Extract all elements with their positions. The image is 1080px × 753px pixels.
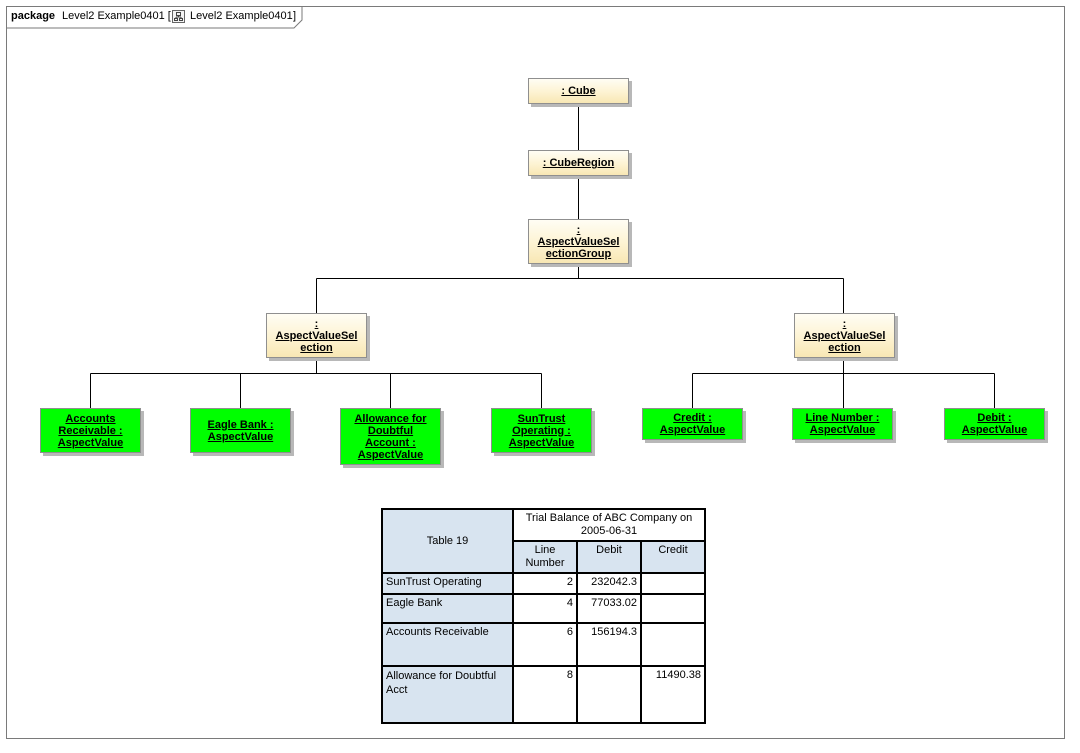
package-name: Level2 Example0401 [ xyxy=(62,10,171,22)
allowance-doubtful-account-value[interactable]: Allowance for Doubtful Account : AspectV… xyxy=(340,408,441,465)
cube-region-object[interactable]: : CubeRegion xyxy=(528,150,629,176)
line-number-value[interactable]: Line Number : AspectValue xyxy=(792,408,893,440)
row-credit: 11490.38 xyxy=(640,665,706,724)
eagle-bank-value[interactable]: Eagle Bank : AspectValue xyxy=(190,408,291,453)
table-row: Accounts Receivable 6 156194.3 xyxy=(381,622,706,667)
row-debit xyxy=(576,665,642,724)
debit-value[interactable]: Debit : AspectValue xyxy=(944,408,1045,440)
row-account: Accounts Receivable xyxy=(381,622,514,667)
column-header-debit: Debit xyxy=(576,540,642,574)
row-debit: 77033.02 xyxy=(576,593,642,624)
package-close-bracket: ] xyxy=(293,10,297,22)
aspect-value-selection-right-object[interactable]: : AspectValueSel ection xyxy=(794,313,895,358)
diagram-name: Level2 Example0401 xyxy=(190,10,293,22)
row-account: Eagle Bank xyxy=(381,593,514,624)
row-credit xyxy=(640,622,706,667)
link-group-selections xyxy=(316,264,844,313)
link-right-selection-values xyxy=(692,358,995,408)
row-credit xyxy=(640,593,706,624)
trial-balance-table: Table 19 Trial Balance of ABC Company on… xyxy=(381,508,706,724)
link-left-selection-values xyxy=(90,358,542,408)
diagram-icon xyxy=(172,10,185,23)
row-debit: 156194.3 xyxy=(576,622,642,667)
table-row: Allowance for Doubtful Acct 8 11490.38 xyxy=(381,665,706,724)
accounts-receivable-value[interactable]: Accounts Receivable : AspectValue xyxy=(40,408,141,453)
cube-object[interactable]: : Cube xyxy=(528,78,629,104)
diagram-frame: package Level2 Example0401 [ Level2 Exam… xyxy=(6,6,1065,739)
package-keyword: package xyxy=(11,10,56,22)
row-account: Allowance for Doubtful Acct xyxy=(381,665,514,724)
table-label: Table 19 xyxy=(381,508,514,574)
aspect-value-selection-left-object[interactable]: : AspectValueSel ection xyxy=(266,313,367,358)
row-line-number: 8 xyxy=(512,665,578,724)
row-line-number: 6 xyxy=(512,622,578,667)
table-row: SunTrust Operating 2 232042.3 xyxy=(381,572,706,595)
column-header-line-number: Line Number xyxy=(512,540,578,574)
table-row: Eagle Bank 4 77033.02 xyxy=(381,593,706,624)
aspect-value-selection-group-object[interactable]: : AspectValueSel ectionGroup xyxy=(528,219,629,264)
suntrust-operating-value[interactable]: SunTrust Operating : AspectValue xyxy=(491,408,592,453)
package-tab-outline xyxy=(7,7,303,29)
row-line-number: 4 xyxy=(512,593,578,624)
credit-value[interactable]: Credit : AspectValue xyxy=(642,408,743,440)
row-account: SunTrust Operating xyxy=(381,572,514,595)
row-debit: 232042.3 xyxy=(576,572,642,595)
row-credit xyxy=(640,572,706,595)
row-line-number: 2 xyxy=(512,572,578,595)
column-header-credit: Credit xyxy=(640,540,706,574)
table-title: Trial Balance of ABC Company on 2005-06-… xyxy=(512,508,706,542)
